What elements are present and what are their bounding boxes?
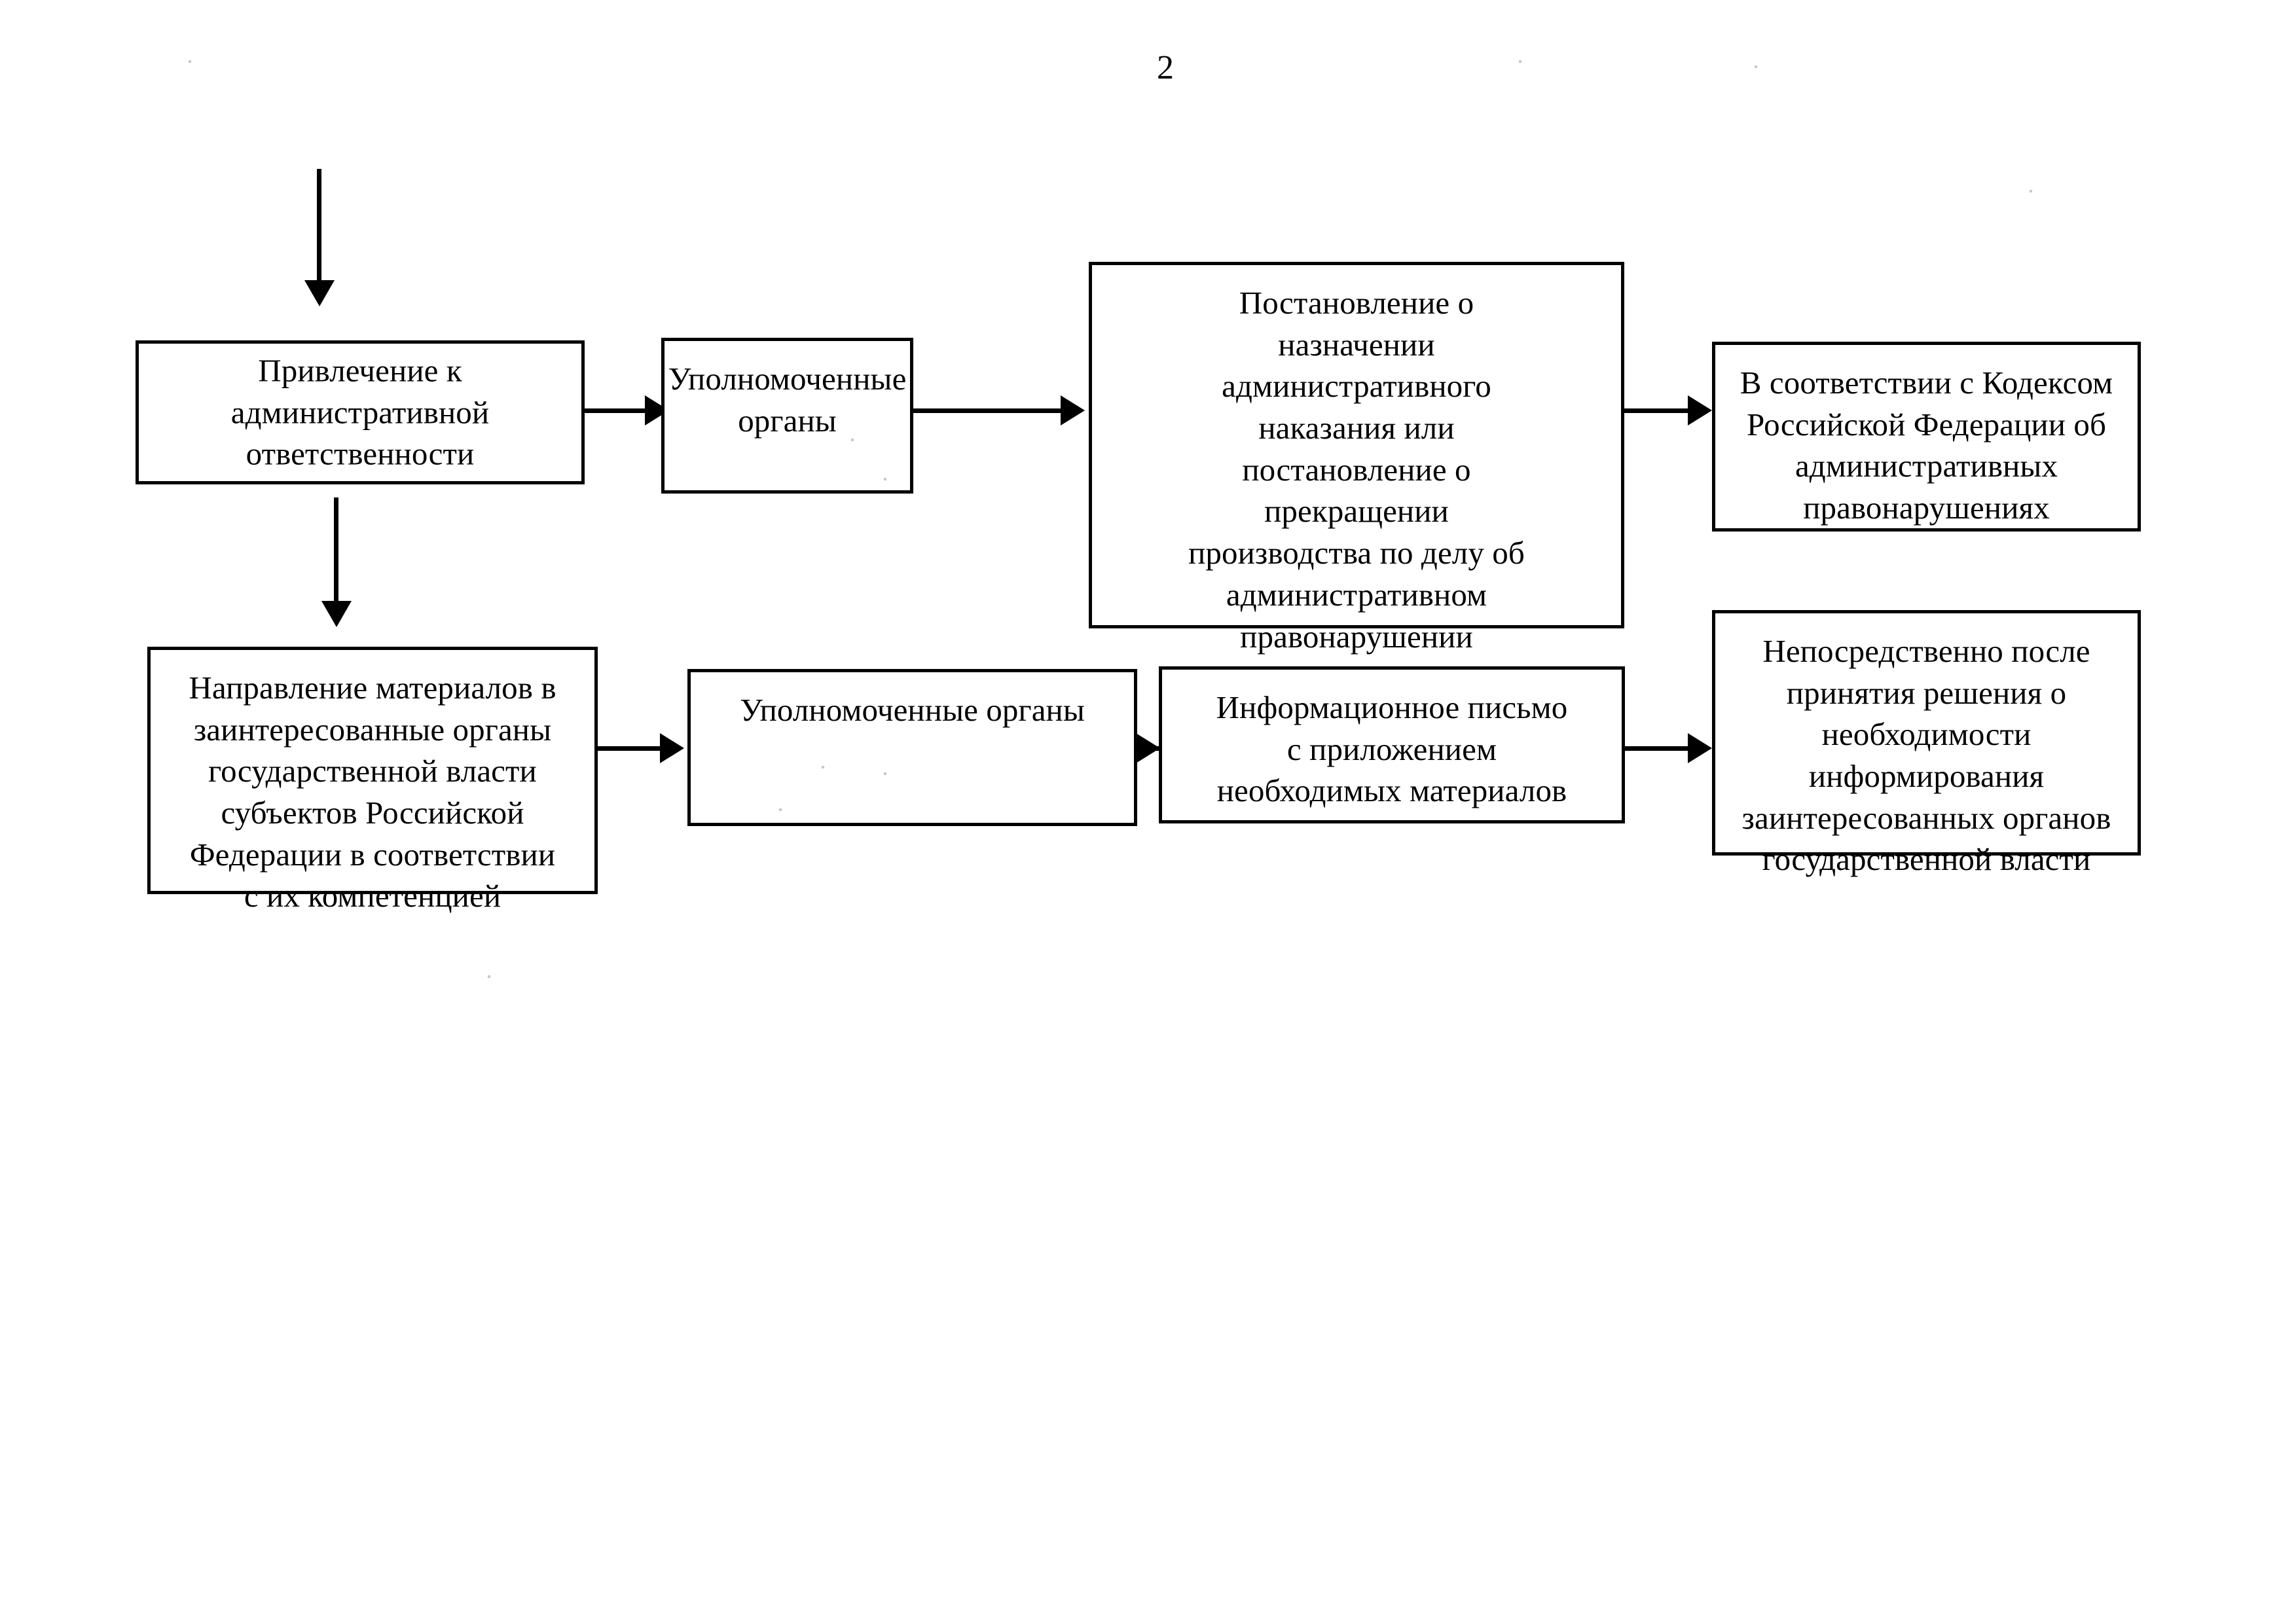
scan-speck [851, 439, 854, 441]
scan-speck [779, 808, 782, 811]
arrow-resolution-to-code-line [1622, 408, 1694, 413]
box-immediately-after-text: Непосредственно после принятия решения о… [1741, 633, 2111, 878]
page-number: 2 [1157, 49, 1174, 86]
arrow-sending-to-authorized-bottom-line [598, 746, 666, 751]
scan-speck [822, 766, 824, 768]
box-resolution-text: Постановление о назначении административ… [1188, 285, 1525, 655]
box-authorized-bodies-top-text: Уполномоченные органы [668, 361, 907, 439]
arrow-authorized-bottom-to-letter-head [1136, 733, 1160, 763]
box-resolution[interactable]: Постановление о назначении административ… [1089, 262, 1624, 655]
arrow-resolution-to-code-head [1688, 395, 1712, 425]
box-in-accordance-code[interactable]: В соответствии с Кодексом Российской Фед… [1712, 342, 2141, 532]
arrow-liability-to-sending-head [321, 601, 352, 627]
box-sending-materials[interactable]: Направление материалов в заинтересованны… [147, 647, 598, 914]
arrow-sending-to-authorized-bottom-head [660, 733, 684, 763]
scan-speck [189, 60, 191, 63]
box-authorized-bodies-top[interactable]: Уполномоченные органы [661, 338, 913, 494]
arrow-entry-top-line [317, 169, 321, 292]
arrow-letter-to-immediately-head [1688, 733, 1712, 763]
scan-speck [884, 772, 886, 775]
scan-speck [1755, 65, 1757, 68]
arrow-letter-to-immediately-line [1624, 746, 1690, 751]
arrow-authorized-top-to-resolution-head [1061, 395, 1085, 425]
box-information-letter[interactable]: Информационное письмо с приложением необ… [1159, 666, 1625, 823]
box-immediately-after[interactable]: Непосредственно после принятия решения о… [1712, 610, 2141, 877]
box-authorized-bodies-bottom[interactable]: Уполномоченные органы [687, 669, 1137, 826]
box-attraction-liability-text: Привлечение к административной ответстве… [230, 352, 490, 472]
box-sending-materials-text: Направление материалов в заинтересованны… [189, 670, 556, 914]
box-authorized-bodies-bottom-text: Уполномоченные органы [740, 692, 1085, 728]
box-in-accordance-code-text: В соответствии с Кодексом Российской Фед… [1740, 365, 2113, 526]
scan-speck [884, 478, 886, 480]
arrow-liability-to-sending-line [334, 497, 338, 610]
box-information-letter-text: Информационное письмо с приложением необ… [1216, 689, 1568, 809]
scan-speck [1519, 60, 1522, 63]
arrow-liability-to-authorized-top-line [583, 408, 656, 413]
scan-speck [2030, 190, 2032, 192]
box-attraction-liability[interactable]: Привлечение к административной ответстве… [136, 340, 585, 484]
scan-speck [488, 975, 490, 978]
arrow-authorized-top-to-resolution-line [912, 408, 1068, 413]
arrow-entry-top-head [304, 280, 335, 306]
